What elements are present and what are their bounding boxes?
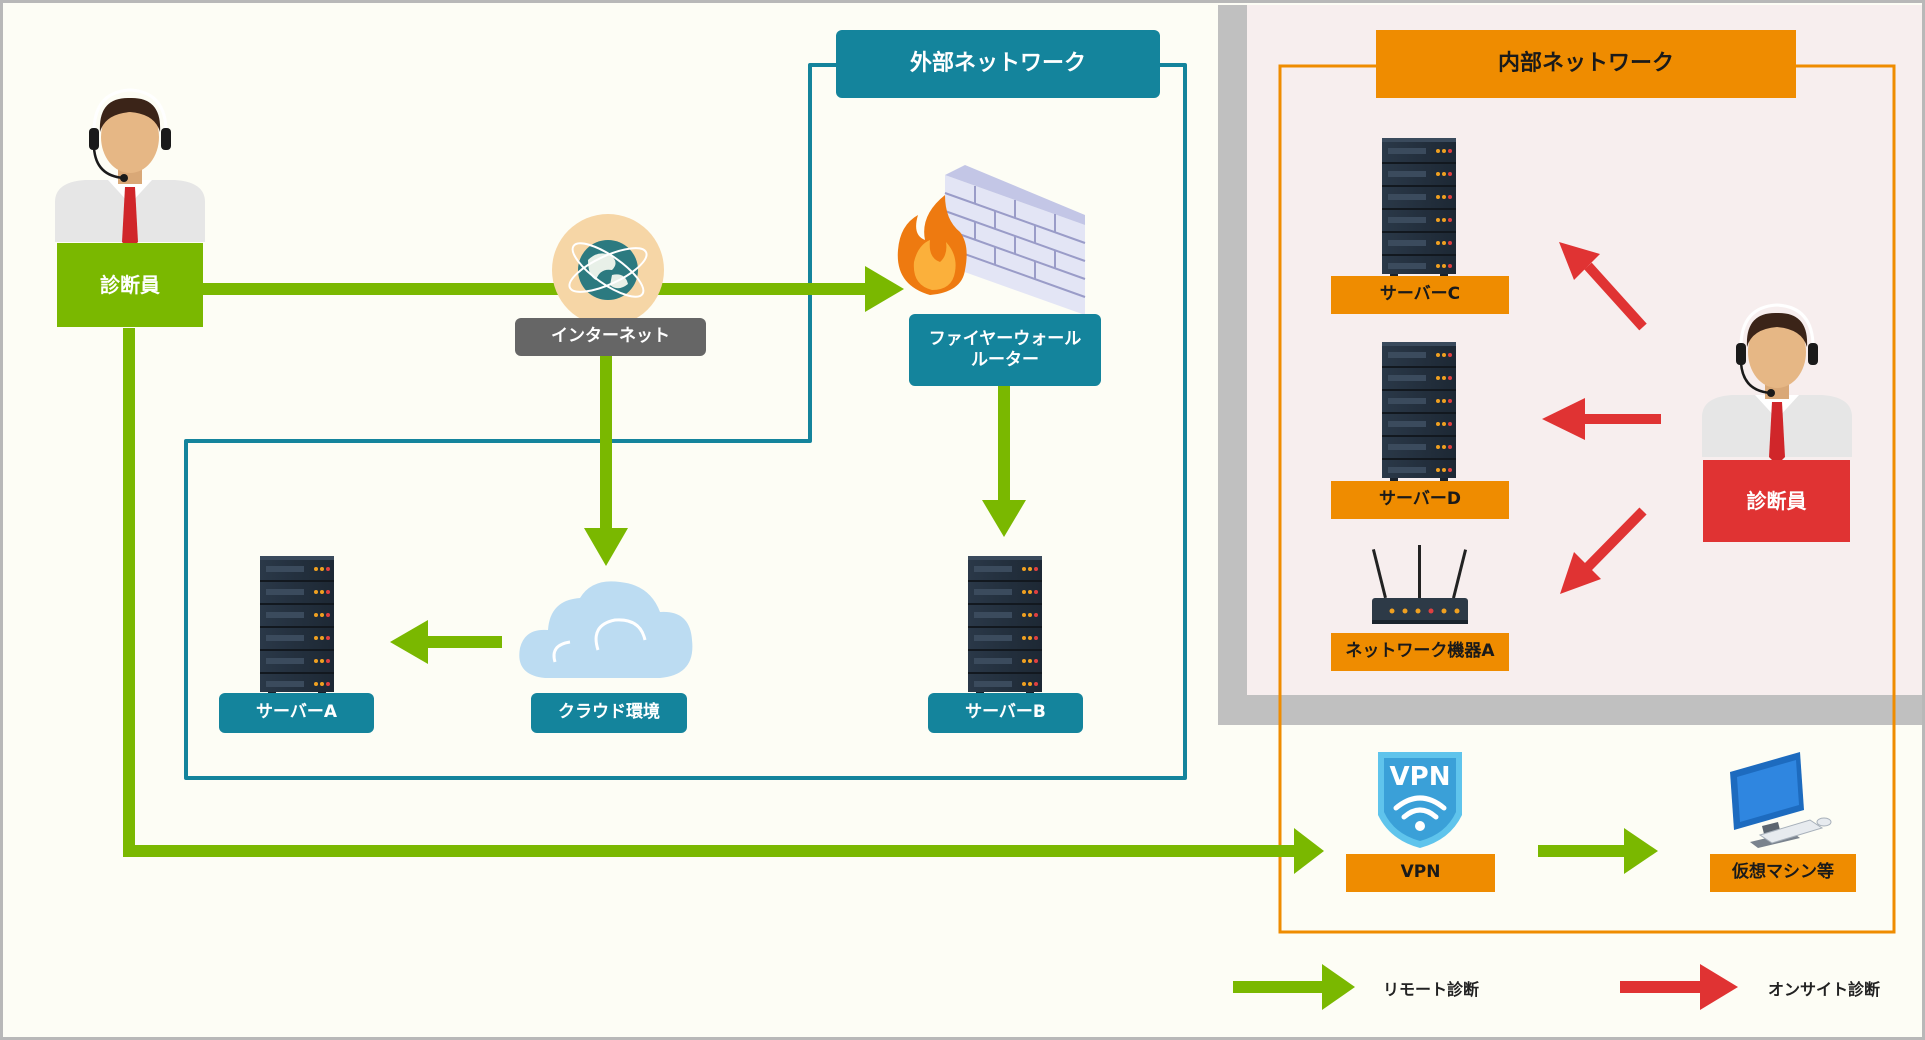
arrow-onsite-to-network-device (1584, 507, 1647, 571)
internal-network-title: 内部ネットワーク (1376, 30, 1796, 98)
server-d-label: サーバーD (1331, 481, 1509, 519)
internet-label: インターネット (515, 318, 706, 356)
server-a-label: サーバーA (219, 693, 374, 733)
external-network-frame (184, 63, 1187, 780)
server-icon (259, 555, 335, 696)
cloud-label: クラウド環境 (531, 693, 687, 733)
external-network-title: 外部ネットワーク (836, 30, 1160, 98)
server-icon (1381, 137, 1457, 278)
diagnoser-left-label: 診断員 (57, 243, 203, 327)
firewall-icon (897, 165, 1086, 315)
legend-onsite-label: オンサイト診断 (1768, 980, 1881, 999)
network-device-a-label: ネットワーク機器A (1331, 633, 1509, 671)
internal-background (1247, 5, 1922, 695)
router-icon (1371, 545, 1468, 624)
globe-icon (552, 214, 664, 326)
person-headset-icon (53, 88, 207, 252)
legend-remote-label: リモート診断 (1383, 980, 1480, 999)
firewall-router-label: ファイヤーウォール ルーター (909, 314, 1101, 386)
server-b-label: サーバーB (928, 693, 1083, 733)
remote-arrows (123, 266, 1658, 1010)
onsite-arrows (1542, 242, 1738, 1010)
arrow-diagnoser-to-vpn (123, 328, 1298, 857)
vpn-shield-icon: VPN (1378, 752, 1462, 848)
virtual-machine-label: 仮想マシン等 (1710, 854, 1856, 892)
monitor-icon (1730, 752, 1832, 848)
cloud-icon (519, 581, 693, 678)
vpn-label: VPN (1346, 854, 1495, 892)
server-icon (967, 555, 1043, 696)
server-c-label: サーバーC (1331, 276, 1509, 314)
server-icon (1381, 341, 1457, 482)
diagnoser-right-label: 診断員 (1703, 460, 1850, 542)
vpn-badge-text: VPN (1390, 762, 1451, 792)
arrow-onsite-to-server-c (1584, 262, 1647, 331)
